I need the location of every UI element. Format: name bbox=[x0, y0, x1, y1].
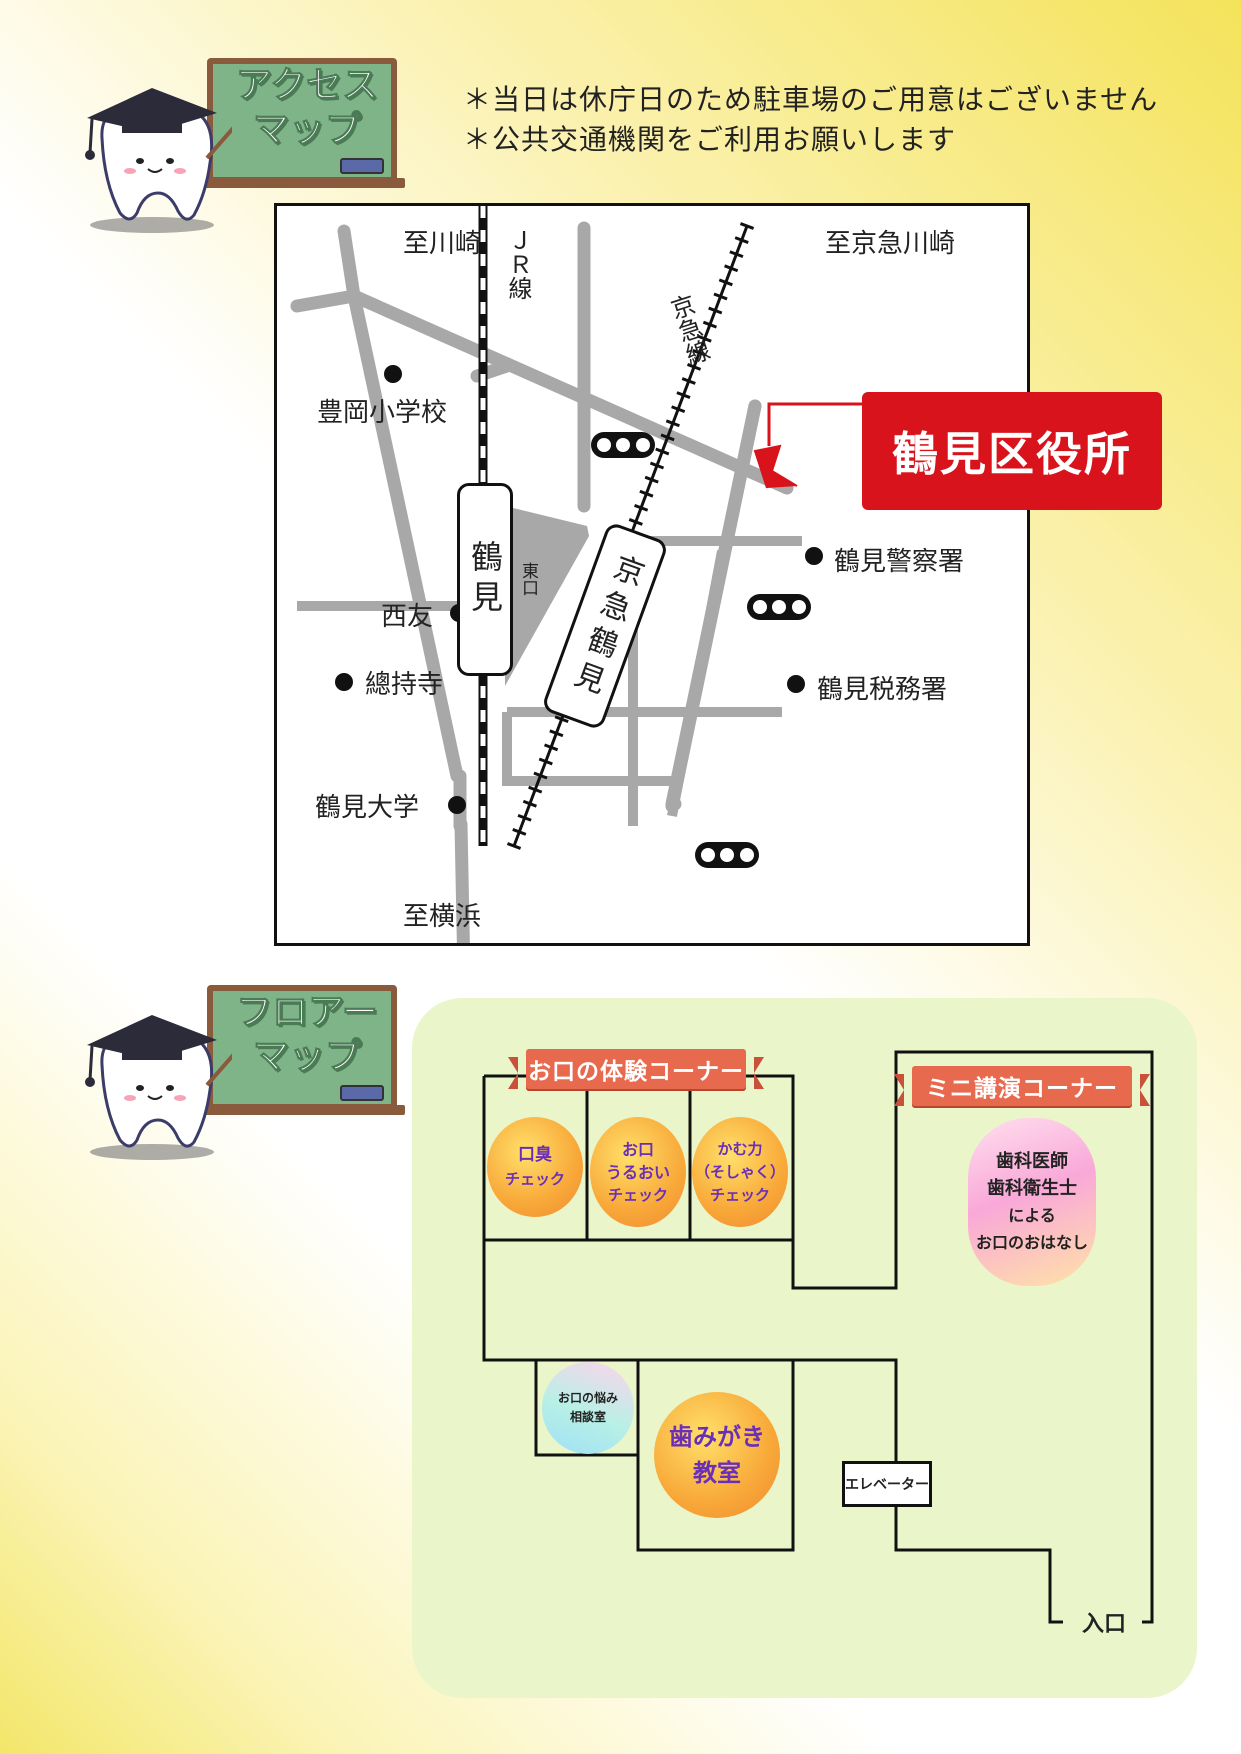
booth-mini-lecture: 歯科医師歯科衛生士によるお口のおはなし bbox=[968, 1118, 1096, 1286]
booth-moisture-check: お口うるおいチェック bbox=[590, 1117, 686, 1227]
ribbon-lecture-corner: ミニ講演コーナー bbox=[894, 1066, 1150, 1106]
road bbox=[454, 817, 470, 943]
access-map-title: アクセス マップ bbox=[235, 65, 379, 151]
railway-tie bbox=[517, 813, 532, 822]
chalkboard-ledge bbox=[200, 1105, 405, 1115]
railway-tie bbox=[702, 320, 718, 329]
label-to-yokohama: 至横浜 bbox=[403, 902, 482, 932]
elevator-label: エレベーター bbox=[842, 1461, 932, 1507]
tsurumi-station: 鶴見 bbox=[457, 483, 513, 676]
label-toyooka-school: 豊岡小学校 bbox=[317, 398, 448, 428]
railway-tie bbox=[692, 348, 707, 357]
floor-map-panel bbox=[412, 998, 1197, 1698]
railway-tie bbox=[655, 447, 670, 456]
marker-tax-office bbox=[787, 675, 805, 693]
railway-tie bbox=[639, 489, 654, 498]
floor-map-sign: フロアー マップ bbox=[72, 985, 405, 1165]
railway-tie bbox=[713, 292, 728, 301]
railway-tie bbox=[686, 363, 702, 371]
railway-tie bbox=[697, 334, 712, 343]
label-police: 鶴見警察署 bbox=[834, 547, 965, 577]
label-to-keikyu-kawasaki: 至京急川崎 bbox=[825, 229, 956, 259]
railway-tie bbox=[543, 743, 559, 752]
railway-tie bbox=[660, 433, 675, 442]
road bbox=[502, 712, 677, 786]
railway-tie bbox=[671, 405, 686, 414]
railway-tie bbox=[676, 391, 691, 399]
railway-tie bbox=[533, 771, 548, 780]
road bbox=[337, 224, 361, 303]
railway-tie bbox=[681, 377, 696, 385]
booth-consultation-room: お口の悩み相談室 bbox=[542, 1362, 634, 1454]
railway-tie bbox=[528, 785, 543, 794]
railway-tie bbox=[734, 236, 749, 244]
marker-toyooka-school bbox=[384, 365, 402, 383]
railway-tie bbox=[512, 828, 527, 836]
railway-tie bbox=[665, 419, 680, 428]
marker-police bbox=[805, 547, 823, 565]
railway-tie bbox=[739, 222, 755, 230]
railway-tie bbox=[708, 306, 723, 315]
road bbox=[347, 289, 794, 495]
station-plaza bbox=[505, 506, 589, 686]
booth-breath-check: 口臭チェック bbox=[487, 1117, 583, 1217]
access-map-sign: アクセス マップ bbox=[72, 58, 405, 238]
railway-tie bbox=[522, 799, 537, 808]
label-to-kawasaki: 至川崎 bbox=[403, 229, 482, 259]
entrance-label: 入口 bbox=[1082, 1612, 1127, 1637]
tooth-mascot-icon bbox=[85, 88, 232, 233]
tooth-mascot-icon bbox=[85, 1015, 232, 1160]
road bbox=[667, 550, 727, 817]
railway-tie bbox=[649, 461, 665, 470]
traffic-signal-icon bbox=[695, 842, 759, 868]
booth-brushing-class: 歯みがき教室 bbox=[654, 1392, 780, 1518]
traffic-signal-icon bbox=[747, 594, 811, 620]
railway-tie bbox=[729, 250, 744, 259]
railway-tie bbox=[554, 715, 569, 724]
label-tsurumi-univ: 鶴見大学 bbox=[315, 793, 420, 823]
road bbox=[290, 289, 361, 313]
booth-chewing-check: かむ力（そしゃく）チェック bbox=[692, 1117, 788, 1227]
railway-tie bbox=[628, 518, 643, 526]
railway-tie bbox=[506, 842, 522, 850]
chalkboard bbox=[207, 58, 397, 183]
marker-tsurumi-univ bbox=[448, 796, 466, 814]
railway-tie bbox=[549, 729, 564, 738]
chalkboard-ledge bbox=[200, 178, 405, 188]
marker-soujiji bbox=[335, 673, 353, 691]
railway-tie bbox=[718, 278, 733, 287]
road bbox=[347, 289, 464, 783]
label-jr-line: ＪＲ線 bbox=[504, 228, 532, 300]
tsurumi-ward-office-label: 鶴見区役所 bbox=[862, 392, 1162, 510]
eraser-icon bbox=[340, 158, 384, 174]
ribbon-experience-corner: お口の体験コーナー bbox=[508, 1049, 764, 1089]
label-nishitomo: 西友 bbox=[381, 602, 434, 632]
railway-tie bbox=[538, 757, 553, 766]
access-map: 至川崎 ＪＲ線 至京急川崎 京急線 豊岡小学校 鶴見警察署 鶴見税務署 西友 總… bbox=[274, 203, 1030, 946]
floor-map-title: フロアー マップ bbox=[236, 992, 379, 1078]
eraser-icon bbox=[340, 1085, 384, 1101]
note-parking: ＊当日は休庁日のため駐車場のご用意はございません bbox=[463, 83, 1159, 116]
railway-tie bbox=[644, 475, 659, 484]
note-public-transport: ＊公共交通機関をご利用お願いします bbox=[463, 123, 957, 156]
label-tax-office: 鶴見税務署 bbox=[817, 675, 948, 705]
railway-tie bbox=[724, 264, 739, 273]
label-east-exit: 東口 bbox=[518, 562, 538, 596]
label-soujiji: 總持寺 bbox=[365, 670, 444, 700]
traffic-signal-icon bbox=[591, 432, 655, 458]
railway-tie bbox=[634, 503, 649, 512]
